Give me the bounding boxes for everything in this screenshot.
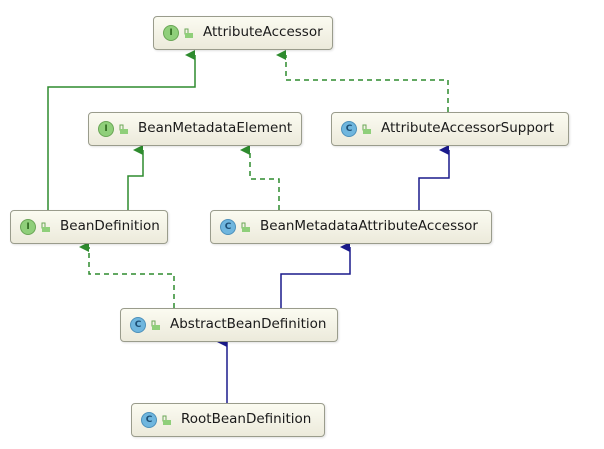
node-rootbeandefinition[interactable]: C RootBeanDefinition xyxy=(131,403,325,437)
public-visibility-icon xyxy=(119,124,128,134)
node-abstractbeandefinition[interactable]: C AbstractBeanDefinition xyxy=(120,308,338,342)
edge-abstractbeandefinition-to-beandefinition xyxy=(79,242,175,308)
node-attributeaccessor[interactable]: I AttributeAccessor xyxy=(153,16,333,50)
public-visibility-icon xyxy=(162,415,171,425)
class-icon: C xyxy=(130,317,146,333)
node-beanmetadataattributeaccessor[interactable]: C BeanMetadataAttributeAccessor xyxy=(210,210,492,244)
public-visibility-icon xyxy=(184,28,193,38)
edge-beanmetadataattributeaccessor-to-attributeaccessorsupport xyxy=(418,145,450,210)
class-icon: C xyxy=(141,412,157,428)
node-label: BeanMetadataAttributeAccessor xyxy=(260,218,478,235)
interface-icon: I xyxy=(98,121,114,137)
edge-beandefinition-to-beanmetadataelement xyxy=(127,145,144,210)
public-visibility-icon xyxy=(362,124,371,134)
edge-attributeaccessorsupport-to-attributeaccessor xyxy=(276,50,449,112)
node-label: BeanMetadataElement xyxy=(138,120,293,137)
node-label: BeanDefinition xyxy=(60,218,160,235)
edge-beandefinition-to-attributeaccessor xyxy=(47,50,196,210)
class-icon: C xyxy=(341,121,357,137)
node-attributeaccessorsupport[interactable]: C AttributeAccessorSupport xyxy=(331,112,569,146)
node-beanmetadataelement[interactable]: I BeanMetadataElement xyxy=(88,112,302,146)
node-label: AbstractBeanDefinition xyxy=(170,316,327,333)
edge-beanmetadataattributeaccessor-to-beanmetadataelement xyxy=(240,145,280,210)
node-label: AttributeAccessorSupport xyxy=(381,120,555,137)
public-visibility-icon xyxy=(41,222,50,232)
public-visibility-icon xyxy=(241,222,250,232)
interface-icon: I xyxy=(20,219,36,235)
node-beandefinition[interactable]: I BeanDefinition xyxy=(10,210,168,244)
edge-abstractbeandefinition-to-beanmetadataattributeaccessor xyxy=(280,242,351,308)
node-label: RootBeanDefinition xyxy=(181,411,312,428)
public-visibility-icon xyxy=(151,320,160,330)
interface-icon: I xyxy=(163,25,179,41)
node-label: AttributeAccessor xyxy=(203,24,323,41)
class-icon: C xyxy=(220,219,236,235)
